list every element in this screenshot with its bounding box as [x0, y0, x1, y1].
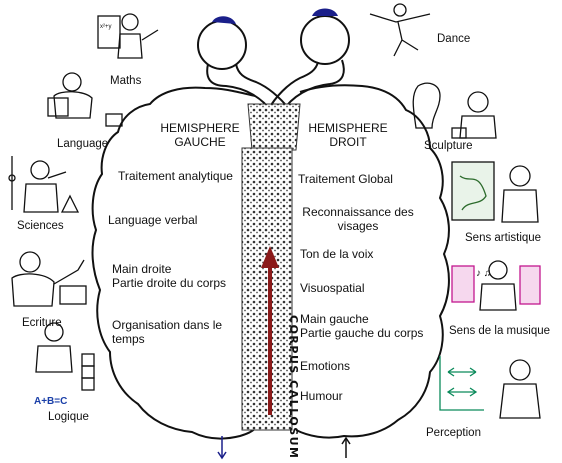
- skill-language: Language: [57, 138, 109, 150]
- right-function-faces: Reconnaissance des visages: [302, 205, 414, 233]
- corpus-callosum-label: CORPUS CALLOSUM: [287, 315, 300, 460]
- skill-logique: Logique: [48, 411, 89, 423]
- formula-text: A+B=C: [34, 396, 68, 407]
- sculpture-illustration: [412, 82, 497, 139]
- left-hemisphere-title: HEMISPHERE GAUCHE: [160, 121, 240, 149]
- svg-text:♪ ♫: ♪ ♫: [476, 268, 491, 279]
- left-function-analytic: Traitement analytique: [118, 169, 233, 183]
- left-descending-arrow: [217, 436, 227, 460]
- dance-illustration: [369, 3, 431, 57]
- perception-illustration: [439, 356, 541, 419]
- skill-maths: Maths: [110, 75, 142, 87]
- optic-chiasm: [247, 103, 301, 151]
- left-function-verbal: Language verbal: [108, 213, 198, 227]
- left-eye: [197, 16, 247, 70]
- corpus-callosum: [241, 147, 293, 431]
- callosum-arrowhead: [261, 246, 279, 268]
- skill-sens-artistique: Sens artistique: [465, 232, 542, 244]
- logique-illustration: [35, 322, 95, 391]
- maths-illustration: x²+y: [97, 13, 159, 59]
- right-ascending-arrow: [341, 436, 351, 458]
- right-hemisphere-title: HEMISPHERE DROIT: [308, 121, 388, 149]
- svg-text:x²+y: x²+y: [100, 24, 112, 30]
- skill-sciences: Sciences: [17, 220, 64, 232]
- skill-ecriture: Ecriture: [22, 317, 62, 329]
- left-function-organisation: Organisation dans le temps: [112, 318, 223, 346]
- language-illustration: [47, 72, 123, 127]
- right-eye: [300, 8, 350, 65]
- right-function-global: Traitement Global: [298, 172, 393, 186]
- left-function-hand: Main droite Partie droite du corps: [112, 262, 227, 290]
- skill-dance: Dance: [437, 33, 471, 45]
- ecriture-illustration: [11, 251, 87, 307]
- right-hemisphere-outline: [295, 84, 450, 439]
- skill-sens-musique: Sens de la musique: [449, 325, 551, 337]
- right-function-hand: Main gauche Partie gauche du corps: [300, 312, 424, 340]
- left-hemisphere-outline: [91, 86, 256, 440]
- right-function-voice: Ton de la voix: [300, 247, 374, 261]
- right-function-emotions: Emotions: [300, 359, 351, 373]
- sens-musique-illustration: ♪ ♫: [451, 260, 541, 311]
- left-optic-nerve: [206, 63, 291, 113]
- sciences-illustration: [8, 156, 80, 213]
- skill-sculpture: Sculpture: [424, 140, 473, 152]
- right-function-visuospatial: Visuospatial: [300, 281, 365, 295]
- right-optic-nerve: [267, 59, 345, 113]
- right-function-humour: Humour: [300, 389, 343, 403]
- sens-artistique-illustration: [451, 161, 539, 223]
- skill-perception: Perception: [426, 427, 481, 439]
